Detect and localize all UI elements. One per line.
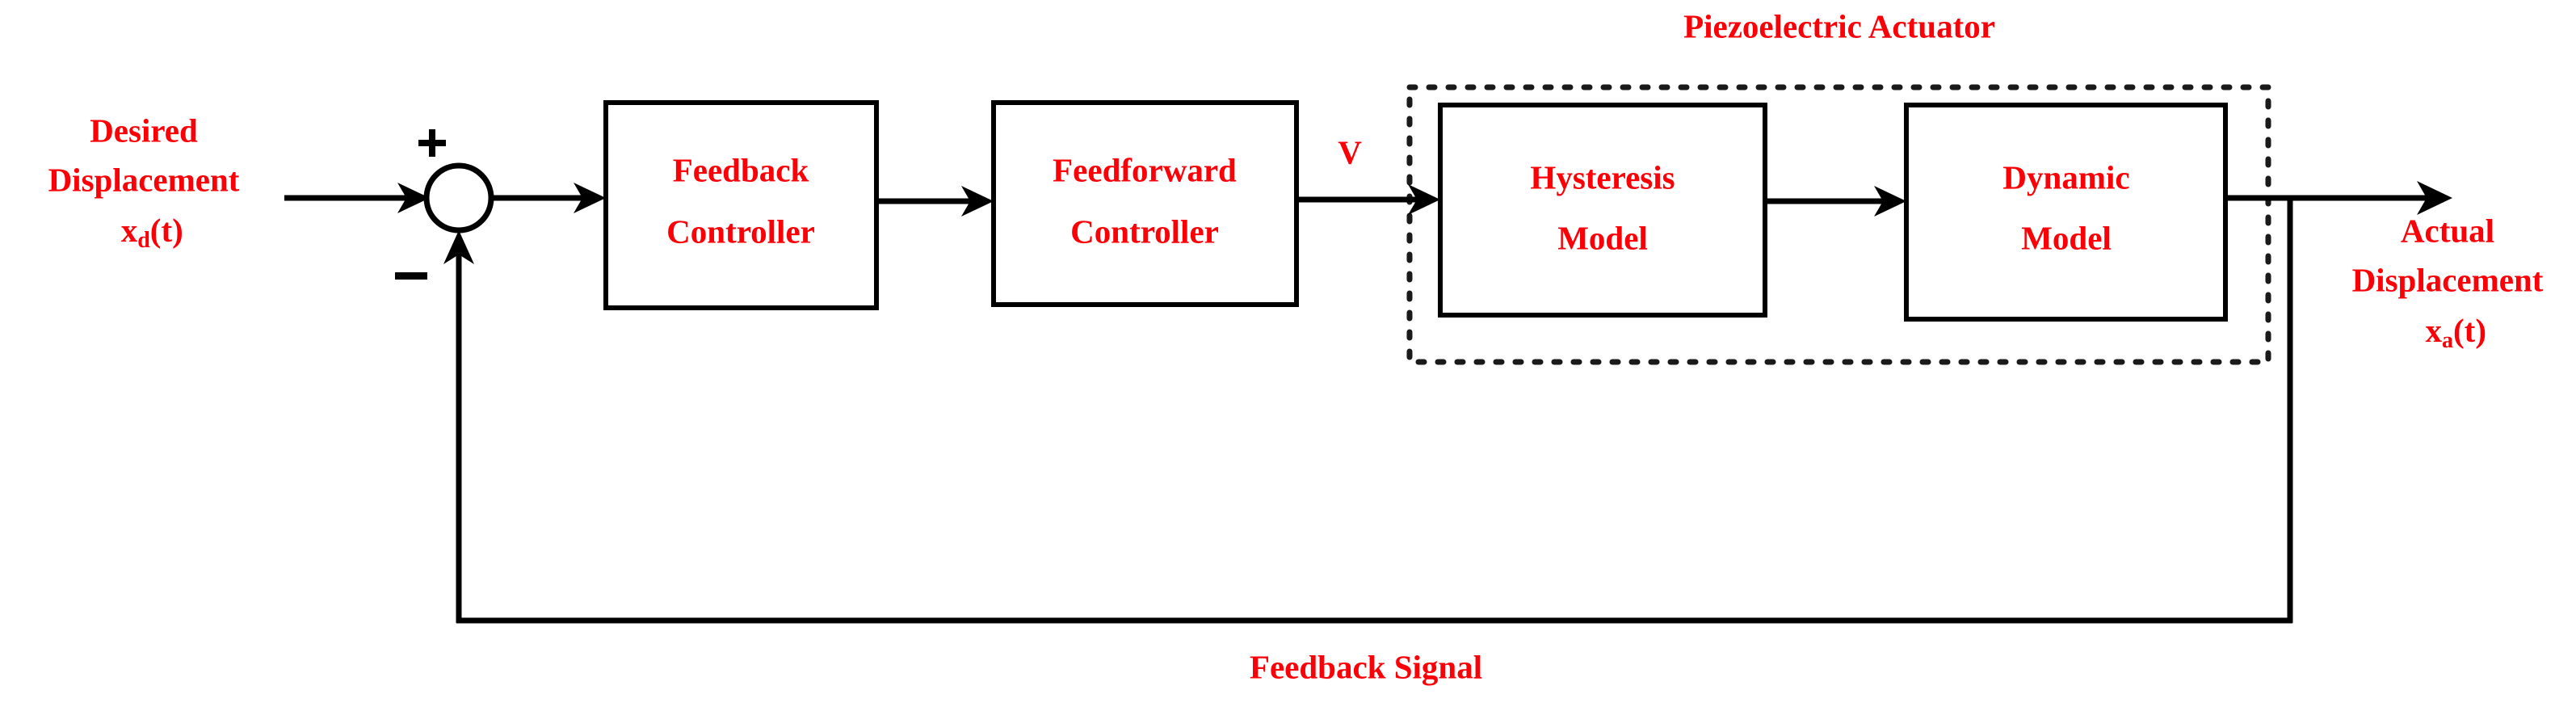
block-feedback-controller-line2: Controller	[666, 212, 815, 250]
block-feedforward-controller	[991, 100, 1299, 307]
block-feedforward-controller-line1: Feedforward	[1053, 151, 1237, 188]
desired-displacement-symbol: xd(t)	[63, 212, 225, 253]
actual-displacement-line1: Actual	[2401, 212, 2494, 249]
actual-displacement-oft: (t)	[2453, 312, 2486, 349]
arrowhead-feedforward-to-hysteresis	[1408, 184, 1440, 215]
actual-displacement-x: x	[2426, 312, 2443, 349]
summing-junction-plus-sign	[418, 129, 446, 157]
desired-displacement-x: x	[121, 212, 138, 249]
piezoelectric-actuator-group-box	[1406, 84, 2271, 365]
arrowhead-input-to-sum	[397, 183, 430, 213]
voltage-signal-label: V	[1338, 133, 1362, 170]
desired-displacement-subscript: d	[137, 228, 150, 253]
block-dynamic-model-line2: Model	[2021, 219, 2112, 256]
summing-junction-minus-sign	[395, 272, 427, 280]
arrowhead-hysteresis-to-dynamic	[1874, 186, 1906, 217]
block-dynamic-model	[1904, 103, 2228, 322]
piezoelectric-actuator-label: Piezoelectric Actuator	[1683, 7, 1995, 44]
feedback-signal-label: Feedback Signal	[1250, 648, 1482, 685]
arrowhead-feedback-into-sum	[443, 230, 474, 264]
block-feedback-controller-line1: Feedback	[673, 151, 809, 188]
arrowhead-output	[2417, 181, 2452, 215]
desired-displacement-line1: Desired	[90, 111, 198, 149]
block-hysteresis-model-line1: Hysteresis	[1530, 158, 1675, 196]
block-hysteresis-model-line2: Model	[1557, 219, 1648, 256]
desired-displacement-oft: (t)	[150, 212, 183, 249]
block-feedback-controller	[603, 100, 879, 310]
arrowhead-sum-to-feedback-controller	[574, 183, 606, 213]
block-feedforward-controller-line2: Controller	[1070, 212, 1219, 250]
arrowhead-feedback-to-feedforward	[961, 186, 994, 217]
actual-displacement-line2: Displacement	[2352, 261, 2544, 298]
actual-displacement-symbol: xa(t)	[2368, 312, 2528, 353]
block-dynamic-model-line1: Dynamic	[2002, 158, 2129, 196]
actual-displacement-subscript: a	[2442, 328, 2453, 353]
summing-junction	[423, 162, 494, 233]
desired-displacement-line2: Displacement	[48, 161, 240, 198]
block-hysteresis-model	[1438, 103, 1767, 318]
